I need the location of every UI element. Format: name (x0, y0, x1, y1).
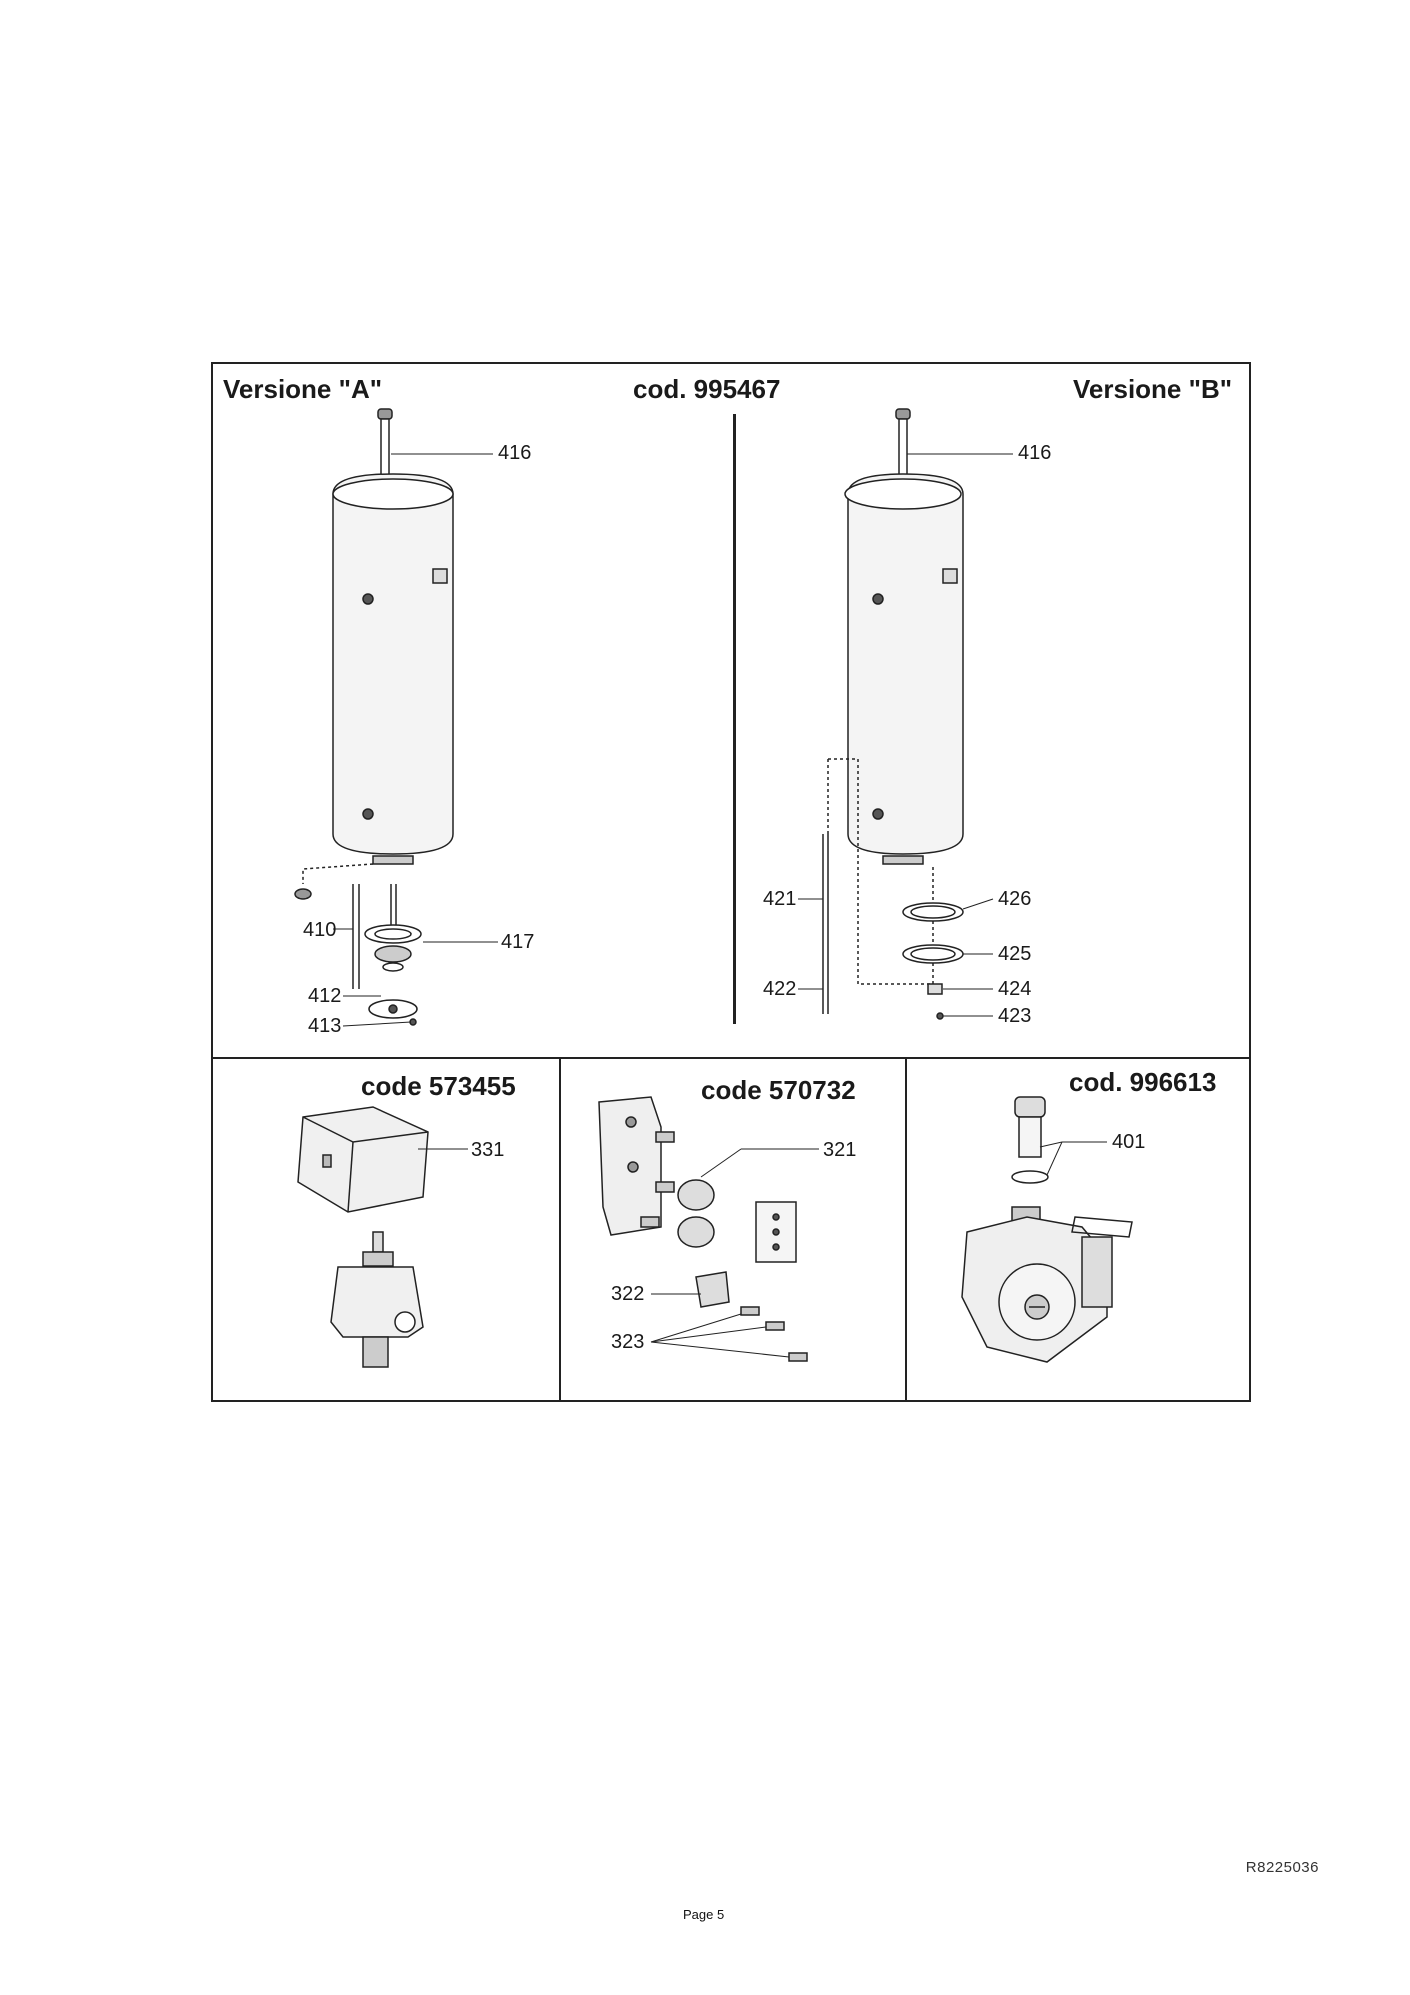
ref-323: 323 (611, 1331, 645, 1353)
ref-426: 426 (998, 888, 1032, 910)
ref-322: 322 (611, 1283, 645, 1305)
version-divider (733, 414, 736, 1024)
valve-actuator-code: code 573455 (361, 1071, 516, 1101)
ref-410: 410 (303, 919, 337, 941)
page-number: Page 5 (683, 1907, 725, 1922)
gas-valve-code: code 570732 (701, 1075, 856, 1105)
pump-drawing (961, 1096, 1133, 1363)
tank-b (822, 408, 964, 1020)
valve-actuator-drawing (297, 1106, 468, 1368)
pump-code: cod. 996613 (1069, 1067, 1217, 1097)
ref-413: 413 (308, 1015, 342, 1037)
version-b-title: Versione "B" (1073, 374, 1233, 404)
ref-416-b: 416 (1018, 442, 1052, 464)
ref-417: 417 (501, 931, 535, 953)
document-code: R8225036 (1245, 1859, 1319, 1876)
valve-actuator-panel: code 573455 331 (213, 1057, 561, 1400)
tank-drawing (294, 408, 1013, 1027)
ref-424: 424 (998, 978, 1032, 1000)
ref-412: 412 (308, 985, 342, 1007)
ref-423: 423 (998, 1005, 1032, 1027)
tank-code-title: cod. 995467 (633, 374, 781, 404)
version-a-title: Versione "A" (223, 374, 383, 404)
gas-valve-panel: code 570732 (561, 1057, 907, 1400)
ref-421: 421 (763, 888, 797, 910)
parts-diagram-sheet: Versione "A" cod. 995467 Versione "B" (211, 362, 1251, 1402)
ref-331: 331 (471, 1139, 505, 1161)
ref-422: 422 (763, 978, 797, 1000)
ref-416-a: 416 (498, 442, 532, 464)
pump-panel: cod. 996613 401 (907, 1057, 1249, 1400)
tank-panel: Versione "A" cod. 995467 Versione "B" (213, 364, 1249, 1059)
ref-321: 321 (823, 1139, 857, 1161)
ref-425: 425 (998, 943, 1032, 965)
gas-valve-drawing (598, 1096, 819, 1362)
tank-a (294, 408, 454, 1026)
ref-401: 401 (1112, 1131, 1146, 1153)
